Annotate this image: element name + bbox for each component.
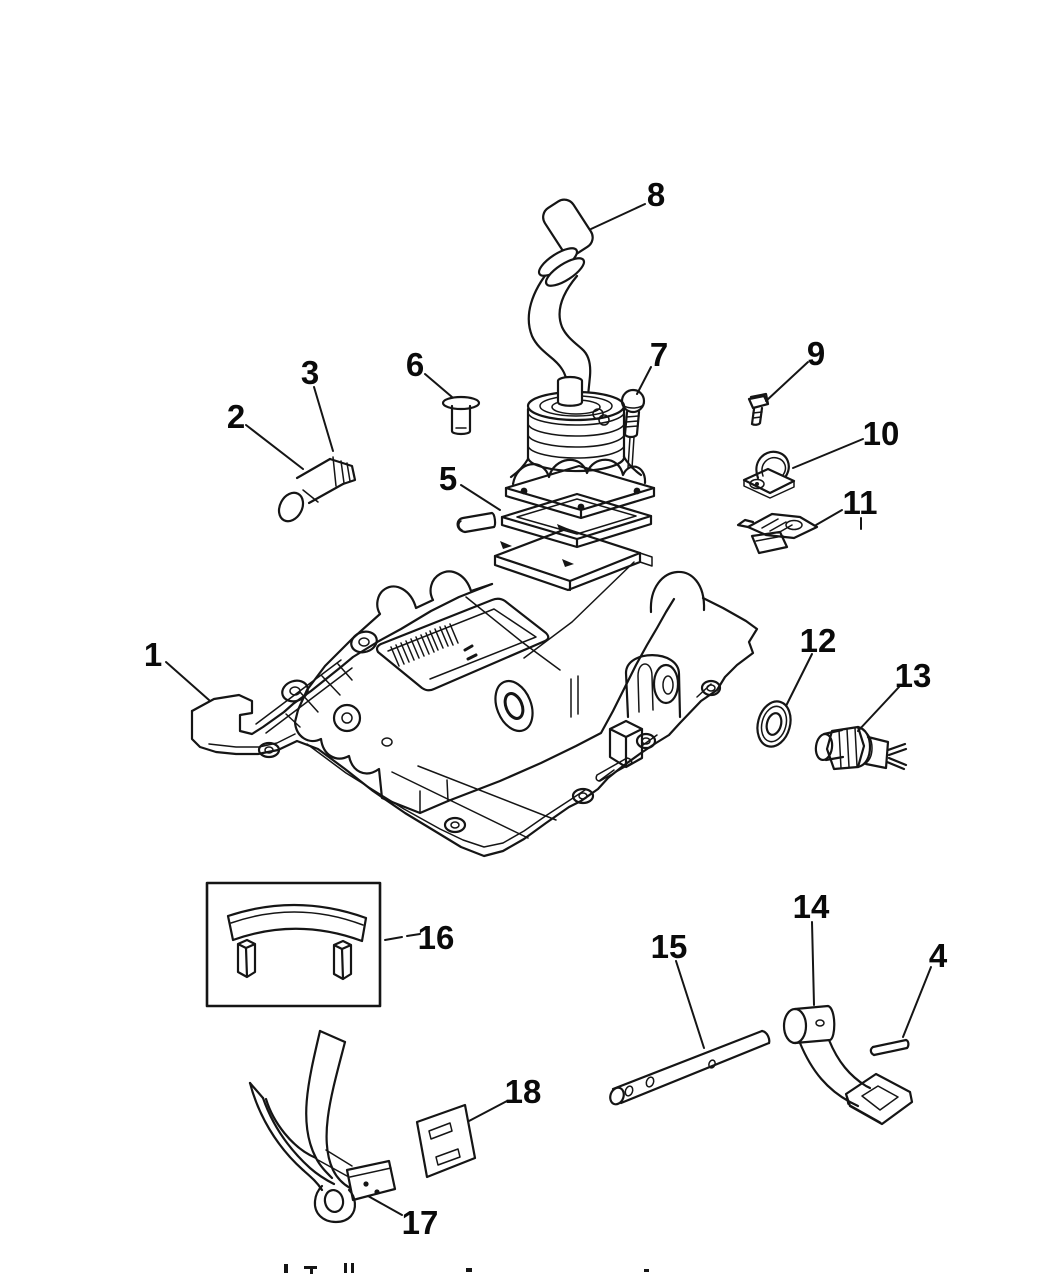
plug-drawing: [441, 395, 481, 436]
roll-pin-drawing: [869, 1038, 910, 1057]
shift-rail-drawing: [609, 1029, 771, 1106]
shifter-tower-drawing: [509, 375, 643, 479]
housing-drawing: [190, 511, 759, 858]
kit-box-16-drawing: [205, 881, 382, 1008]
callout-15-label: 15: [651, 928, 688, 965]
callout-3-label: 3: [301, 354, 319, 391]
callout-16-label: 16: [418, 919, 455, 956]
callout-2-label: 2: [227, 398, 245, 435]
bolt-7-drawing: [620, 388, 646, 469]
callout-1-label: 1: [144, 636, 162, 673]
shift-fork-drawing: [248, 1029, 397, 1224]
callout-13-label: 13: [895, 657, 932, 694]
shifter-retainer-and-gasket-drawing: [500, 458, 656, 549]
callout-labels: 1 2 3 4 5 6 7 8 9 10 11 12 13 14 15 16 1…: [144, 176, 948, 1241]
callout-5-label: 5: [439, 460, 457, 497]
washer-12-drawing: [756, 700, 792, 748]
callout-14-label: 14: [793, 888, 830, 925]
callout-7-label: 7: [650, 336, 668, 373]
callout-leader-lines: [165, 203, 932, 1216]
callout-12-label: 12: [800, 622, 837, 659]
callout-6-label: 6: [406, 346, 424, 383]
callout-9-label: 9: [807, 335, 825, 372]
shift-arm-drawing: [782, 1004, 914, 1126]
shift-lever-drawing: [527, 198, 594, 400]
callout-4-label: 4: [929, 937, 948, 974]
callout-18-label: 18: [505, 1073, 542, 1110]
shim-plate-18-drawing: [415, 1103, 477, 1179]
barcode-bars: [390, 623, 478, 667]
pin-and-clamp-drawing: [277, 456, 357, 523]
switch-13-drawing: [814, 725, 908, 771]
callout-11-label: 11: [843, 484, 878, 521]
clamp-10-drawing: [742, 450, 796, 499]
callout-10-label: 10: [863, 415, 900, 452]
screw-9-drawing: [747, 392, 770, 426]
bracket-11-drawing: [736, 512, 819, 555]
callout-8-label: 8: [647, 176, 665, 213]
cut-off-text-fragments: [284, 1263, 649, 1274]
callout-17-label: 17: [402, 1204, 439, 1241]
